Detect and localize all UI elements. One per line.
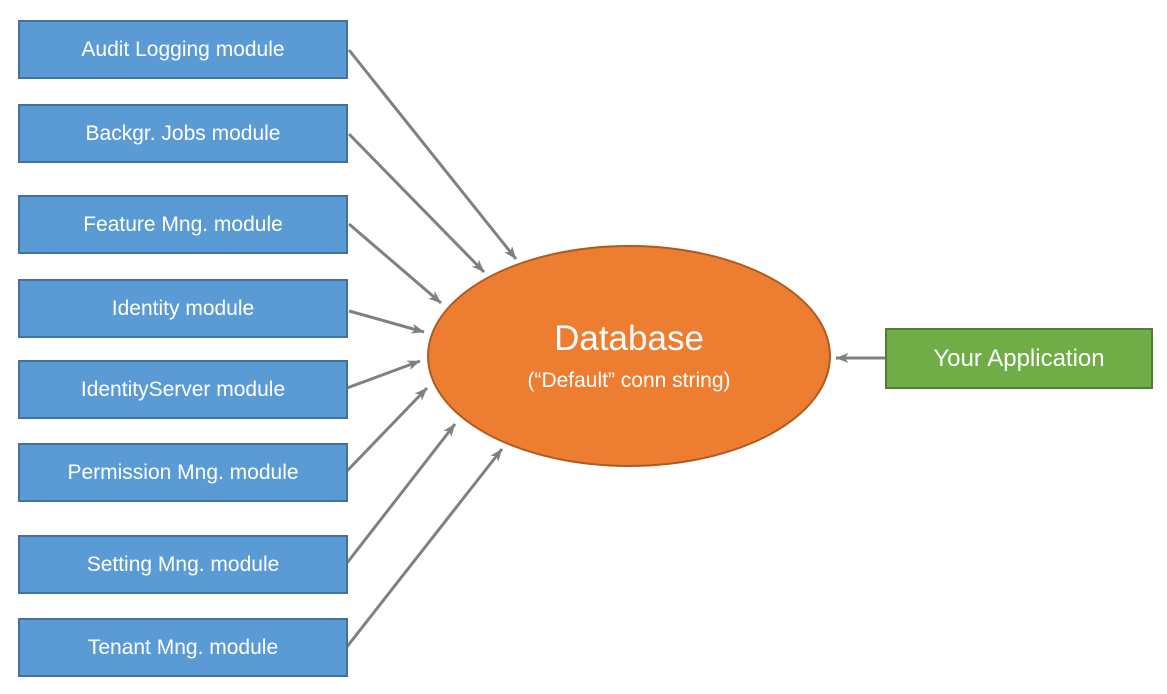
module-box-identityserver: IdentityServer module xyxy=(18,360,348,419)
module-label: Tenant Mng. module xyxy=(87,635,279,659)
module-box-audit-logging: Audit Logging module xyxy=(18,20,348,79)
arrow-identity-to-database xyxy=(348,309,425,334)
module-label: Permission Mng. module xyxy=(67,460,299,484)
database-ellipse: Database (“Default” conn string) xyxy=(427,245,831,467)
arrow-tenant-mng-to-database xyxy=(344,448,504,649)
module-box-tenant-mng: Tenant Mng. module xyxy=(18,618,348,677)
module-label: IdentityServer module xyxy=(80,377,286,401)
module-label: Audit Logging module xyxy=(81,37,285,61)
module-box-permission-mng: Permission Mng. module xyxy=(18,443,348,502)
arrow-feature-mng-to-database xyxy=(348,222,442,305)
module-box-identity: Identity module xyxy=(18,279,348,338)
arrow-setting-mng-to-database xyxy=(345,423,457,564)
database-subtitle: (“Default” conn string) xyxy=(527,369,731,393)
module-label: Backgr. Jobs module xyxy=(85,121,281,145)
arrow-identityserver-to-database xyxy=(346,359,421,390)
module-box-backgr-jobs: Backgr. Jobs module xyxy=(18,104,348,163)
module-box-setting-mng: Setting Mng. module xyxy=(18,535,348,594)
module-label: Setting Mng. module xyxy=(86,552,280,576)
module-label: Identity module xyxy=(111,296,255,320)
your-application-box: Your Application xyxy=(885,328,1153,389)
arrow-permission-mng-to-database xyxy=(345,386,429,473)
your-application-label: Your Application xyxy=(933,344,1105,372)
module-box-feature-mng: Feature Mng. module xyxy=(18,195,348,254)
arrow-audit-logging-to-database xyxy=(347,49,518,260)
database-title: Database xyxy=(554,318,704,358)
arrow-backgr-jobs-to-database xyxy=(347,132,486,274)
module-label: Feature Mng. module xyxy=(83,212,283,236)
